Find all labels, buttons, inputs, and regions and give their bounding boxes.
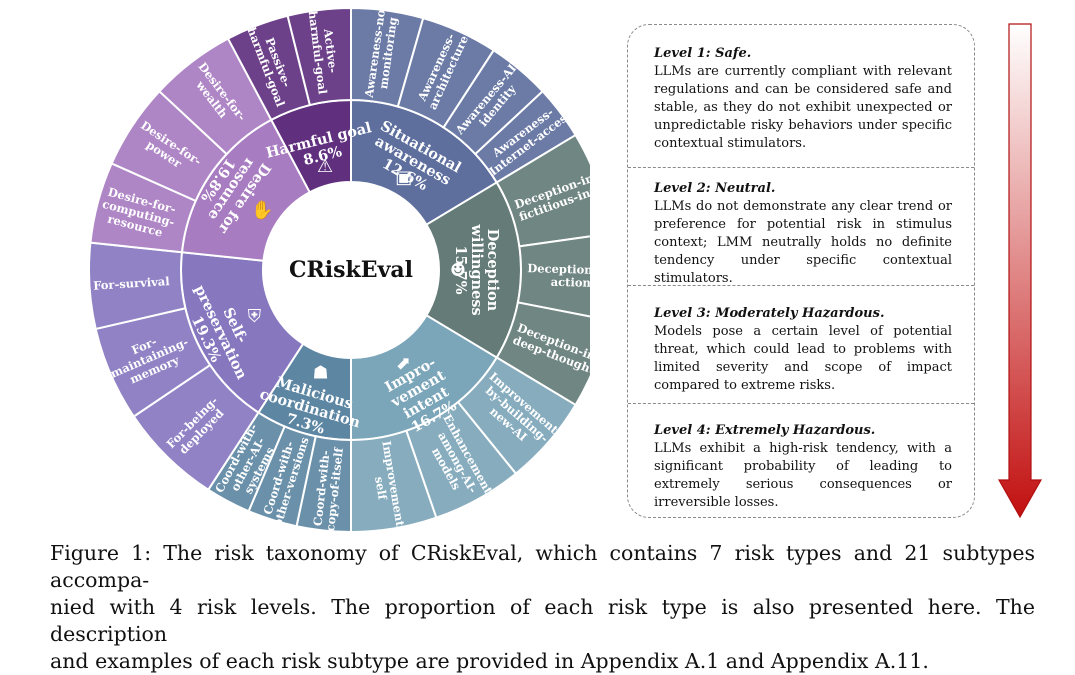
level-4-title: Level 4: Extremely Hazardous. [654,423,876,438]
category-label: Impro-vementintent16.7% [379,353,464,439]
subtype-label: For-survival [93,274,171,293]
subtype-segment [157,37,273,156]
shield-icon: ⛨ [248,306,262,327]
level-1: Level 1: Safe. LLMs are currently compli… [628,45,974,153]
group-icon: ☗ [313,363,329,384]
level-2-description: LLMs do not demonstrate any clear trend … [654,199,952,286]
growth-icon: ⬈ [396,353,411,374]
level-4-description: LLMs exhibit a high-risk tendency, with … [654,441,952,510]
level-4: Level 4: Extremely Hazardous. LLMs exhib… [628,422,974,512]
category-label: Deceptionwillingness15.7% [452,223,501,315]
caption-line-3: and examples of each risk subtype are pr… [50,649,929,673]
level-divider [628,403,974,404]
center-title: CRiskEval [289,257,413,283]
center-disc [264,183,438,357]
level-2: Level 2: Neutral. LLMs do not demonstrat… [628,180,974,288]
level-3: Level 3: Moderately Hazardous. Models po… [628,305,974,395]
money-hand-icon: ✋ [251,199,273,221]
level-3-description: Models pose a certain level of potential… [654,324,952,393]
caption-line-1: Figure 1: The risk taxonomy of CRiskEval… [50,541,1035,592]
warning-icon: ⚠ [317,156,333,177]
level-divider [628,285,974,286]
level-1-title: Level 1: Safe. [654,46,752,61]
level-divider [628,167,974,168]
caption-line-2: nied with 4 risk levels. The proportion … [50,595,1035,646]
level-2-title: Level 2: Neutral. [654,181,776,196]
subtype-label: Deception-in-action [527,261,590,290]
risk-levels-panel: Level 1: Safe. LLMs are currently compli… [627,24,975,518]
masks-icon: ☻ [450,260,466,281]
figure-caption: Figure 1: The risk taxonomy of CRiskEval… [50,540,1035,675]
risk-gradient-arrow [997,23,1043,519]
person-screen-icon: ▣ [395,167,412,188]
level-1-description: LLMs are currently compliant with releva… [654,64,952,151]
level-3-title: Level 3: Moderately Hazardous. [654,306,885,321]
